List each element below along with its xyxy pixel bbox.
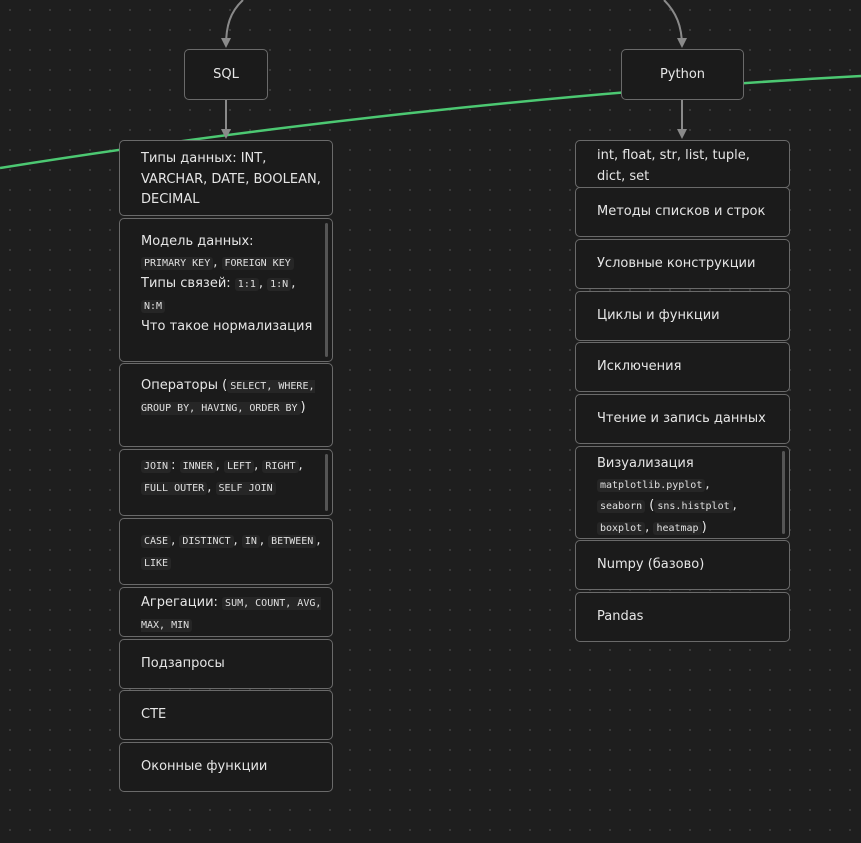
sql-node[interactable]: SQL: [184, 49, 268, 100]
python-node-label: Python: [659, 67, 706, 82]
scrollbar[interactable]: [325, 223, 328, 357]
scrollbar[interactable]: [325, 454, 328, 511]
python-card-types[interactable]: int, float, str, list, tuple, dict, set: [575, 140, 790, 188]
sql-card-aggregations[interactable]: Агрегации: SUM, COUNT, AVG, MAX, MIN: [119, 587, 333, 637]
sql-card-data-types[interactable]: Типы данных: INT, VARCHAR, DATE, BOOLEAN…: [119, 140, 333, 216]
sql-card-operators[interactable]: Операторы (SELECT, WHERE, GROUP BY, HAVI…: [119, 363, 333, 447]
sql-card-join[interactable]: JOIN: INNER, LEFT, RIGHT, FULL OUTER, SE…: [119, 449, 333, 516]
edge-into-sql: [221, 0, 244, 48]
sql-node-label: SQL: [213, 67, 239, 82]
python-card-exceptions[interactable]: Исключения: [575, 342, 790, 392]
python-card-file-io[interactable]: Чтение и запись данных: [575, 394, 790, 444]
sql-card-window-functions[interactable]: Оконные функции: [119, 742, 333, 792]
sql-card-cte[interactable]: CTE: [119, 690, 333, 740]
sql-card-subqueries[interactable]: Подзапросы: [119, 639, 333, 689]
python-card-numpy[interactable]: Numpy (базово): [575, 540, 790, 590]
python-card-visualization[interactable]: Визуализация matplotlib.pyplot, seaborn …: [575, 446, 790, 539]
sql-card-case[interactable]: CASE, DISTINCT, IN, BETWEEN, LIKE: [119, 518, 333, 585]
python-card-conditions[interactable]: Условные конструкции: [575, 239, 790, 289]
edge-into-python: [663, 0, 687, 48]
python-node[interactable]: Python: [621, 49, 744, 100]
python-card-methods[interactable]: Методы списков и строк: [575, 187, 790, 237]
scrollbar[interactable]: [782, 451, 785, 534]
python-card-pandas[interactable]: Pandas: [575, 592, 790, 642]
sql-card-data-model[interactable]: Модель данных: PRIMARY KEY, FOREIGN KEY …: [119, 218, 333, 362]
python-card-loops[interactable]: Циклы и функции: [575, 291, 790, 341]
